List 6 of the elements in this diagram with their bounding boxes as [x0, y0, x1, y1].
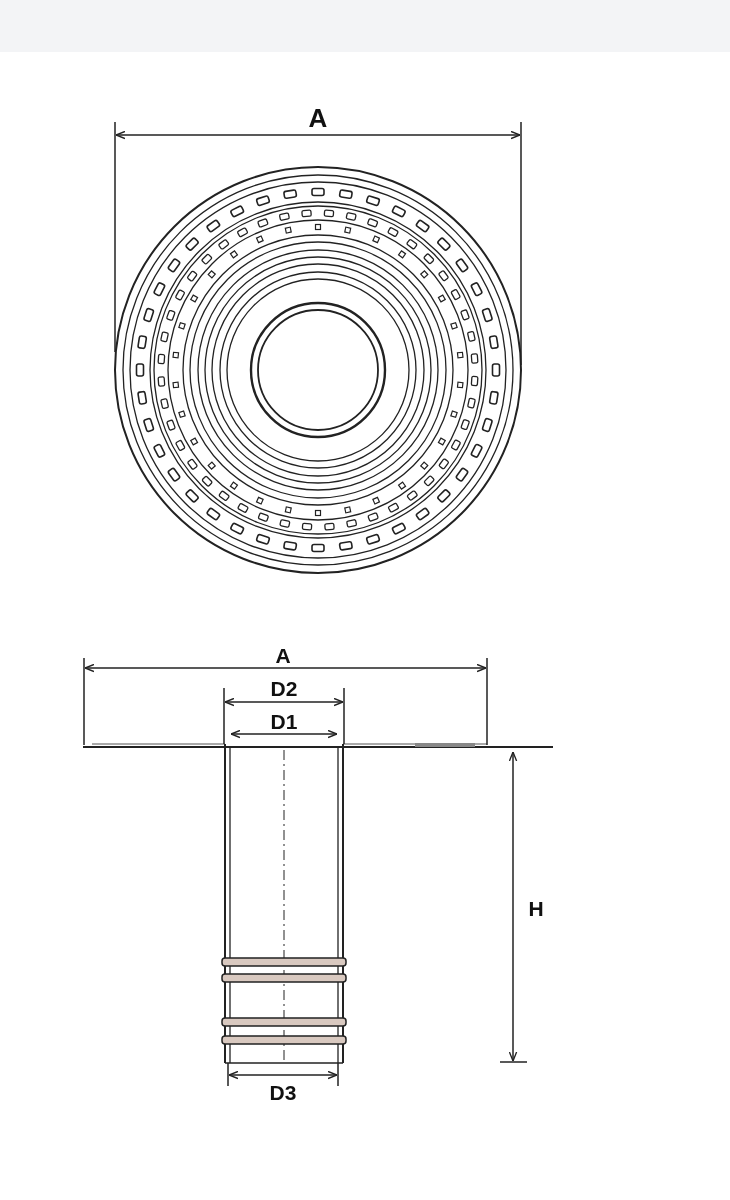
dimension-label: A	[275, 644, 291, 666]
dimension-label: D2	[270, 677, 298, 699]
dimension-label: D1	[270, 710, 298, 732]
dimension-label: D3	[269, 1081, 297, 1103]
dimension-label: H	[528, 897, 544, 919]
dimension-label: A	[308, 105, 328, 131]
